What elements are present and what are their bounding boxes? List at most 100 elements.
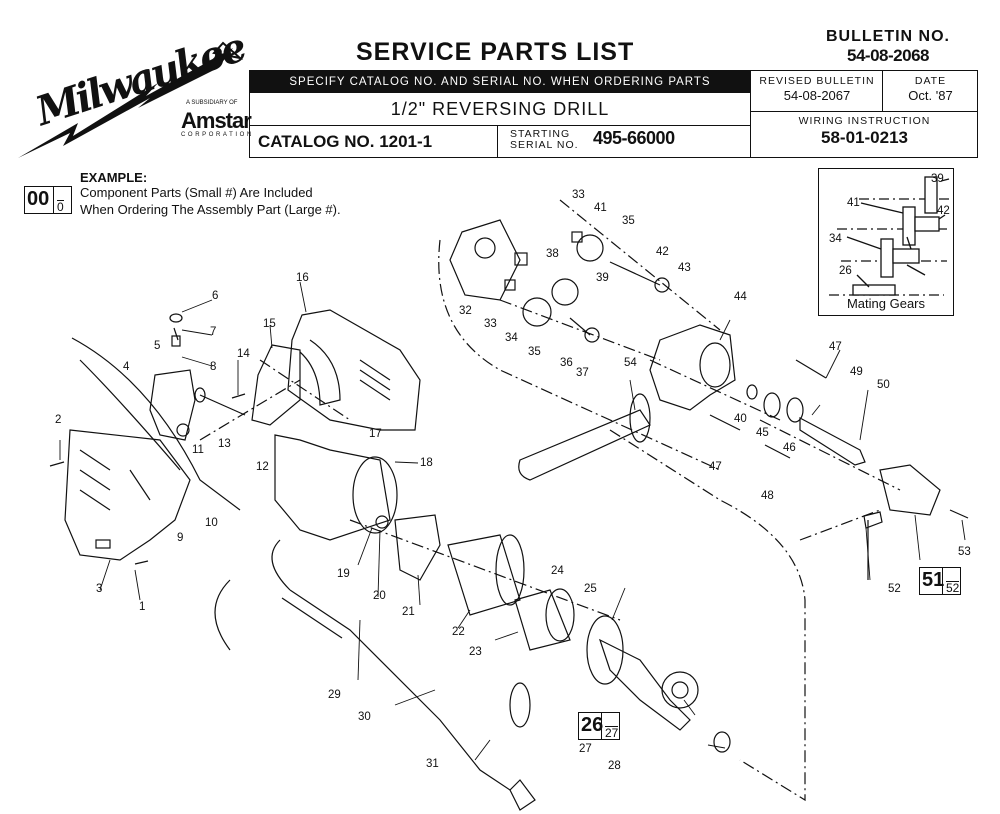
callout-32: 32 [459,305,472,317]
wiring-value: 58-01-0213 [821,128,908,147]
example-line-2: When Ordering The Assembly Part (Large #… [80,202,341,217]
part-chuck [879,464,941,516]
callout-37: 37 [576,367,589,379]
serial-label-line2: SERIAL NO. [510,139,579,151]
page-title: SERVICE PARTS LIST [356,38,635,66]
part-chuck-key [863,511,883,580]
callout-38: 38 [546,248,559,260]
milwaukee-logo: Milwaukee A SUBSIDIARY OF Amstar CORPORA… [18,24,252,163]
mating-label-34: 34 [829,233,842,245]
callout-27: 27 [579,743,592,755]
callout-39: 39 [596,272,609,284]
callout-52: 52 [888,583,901,595]
callout-9: 9 [177,532,184,544]
callout-35-upper: 35 [622,215,635,227]
part-brush-holder [394,514,441,581]
part-housing-half-right [287,309,421,431]
subsidiary-text: A SUBSIDIARY OF [186,100,238,106]
callout-20: 20 [373,590,386,602]
assembly-large-51: 51 [922,569,945,591]
callout-15: 15 [263,318,276,330]
mating-gears-caption: Mating Gears [846,296,926,311]
callout-13: 13 [218,438,231,450]
callout-33-upper: 33 [572,189,585,201]
lightning-bolt-logo-icon [18,41,243,158]
example-heading: EXAMPLE: [80,170,148,185]
serial-label-line1: STARTING [510,128,571,140]
callout-50: 50 [877,379,890,391]
example-small-number-cell: 0 [53,187,70,213]
product-name: 1/2" REVERSING DRILL [250,93,750,126]
example-large-number: 00 [27,188,50,210]
callout-19: 19 [337,568,350,580]
callout-6: 6 [212,290,219,302]
callout-24: 24 [551,565,564,577]
mating-label-39: 39 [931,173,944,185]
callout-10: 10 [205,517,218,529]
callout-11: 11 [192,444,204,456]
bulletin-number: 54-08-2068 [847,46,929,65]
catalog-number: CATALOG NO. 1201-1 [250,125,498,157]
mating-label-42: 42 [937,205,950,217]
assembly-small-cell-27: 27 [601,713,620,739]
assembly-small-52: 52 [946,581,960,595]
callout-17: 17 [369,428,382,440]
wiring-label: WIRING INSTRUCTION [798,115,931,127]
gear-34 [522,297,552,327]
callout-12: 12 [256,461,269,473]
callout-5: 5 [154,340,161,352]
part-gear-case [649,324,736,411]
assembly-large-26: 26 [581,714,604,736]
callout-54: 54 [624,357,637,369]
gear-39 [551,278,579,306]
callout-34: 34 [505,332,518,344]
callout-47-upper: 47 [829,341,842,353]
part-motor-housing [274,434,391,541]
callout-31: 31 [426,758,439,770]
callout-47-lower: 47 [709,461,722,473]
part-handle-left [64,429,191,561]
wiring-cell: WIRING INSTRUCTION 58-01-0213 [750,111,978,157]
callout-46: 46 [783,442,796,454]
callout-7: 7 [210,326,217,338]
callout-33-lower: 33 [484,318,497,330]
callout-22: 22 [452,626,465,638]
callout-18: 18 [420,457,433,469]
amstar-logo: Amstar [181,108,252,133]
callout-40: 40 [734,413,747,425]
example-line-1: Component Parts (Small #) Are Included [80,185,313,200]
part-field-sleeve [447,534,521,616]
callout-45: 45 [756,427,769,439]
mating-label-26: 26 [839,265,852,277]
revised-bulletin-cell: REVISED BULLETIN 54-08-2067 [750,71,883,112]
serial-label: STARTING SERIAL NO. [510,129,579,151]
callout-49: 49 [850,366,863,378]
callout-48: 48 [761,490,774,502]
serial-cell: STARTING SERIAL NO. 495-66000 [498,125,750,157]
order-notice: SPECIFY CATALOG NO. AND SERIAL NO. WHEN … [250,71,750,93]
gear-41 [576,234,604,262]
mating-label-41: 41 [847,197,860,209]
example-small-number: 0 [57,200,64,214]
corporation-text: CORPORATION [181,132,254,138]
revised-label: REVISED BULLETIN [759,75,875,87]
assembly-box-51: 51 52 [919,567,961,595]
callout-28: 28 [608,760,621,772]
example-legend: 00 0 EXAMPLE: Component Parts (Small #) … [10,170,370,220]
part-switch [251,344,301,426]
example-assembly-box: 00 0 [24,186,72,214]
callout-21: 21 [402,606,415,618]
callout-29: 29 [328,689,341,701]
callout-41: 41 [594,202,607,214]
part-side-handle [518,409,651,481]
callout-35-lower: 35 [528,346,541,358]
assembly-small-27: 27 [605,726,619,740]
bulletin-label: BULLETIN NO. [826,28,950,45]
callout-43: 43 [678,262,691,274]
part-field [514,589,571,651]
callout-44: 44 [734,291,747,303]
mating-gears-diagram [829,176,951,296]
revised-value: 54-08-2067 [783,88,851,103]
callout-14: 14 [237,348,250,360]
assembly-centerlines [199,199,901,802]
